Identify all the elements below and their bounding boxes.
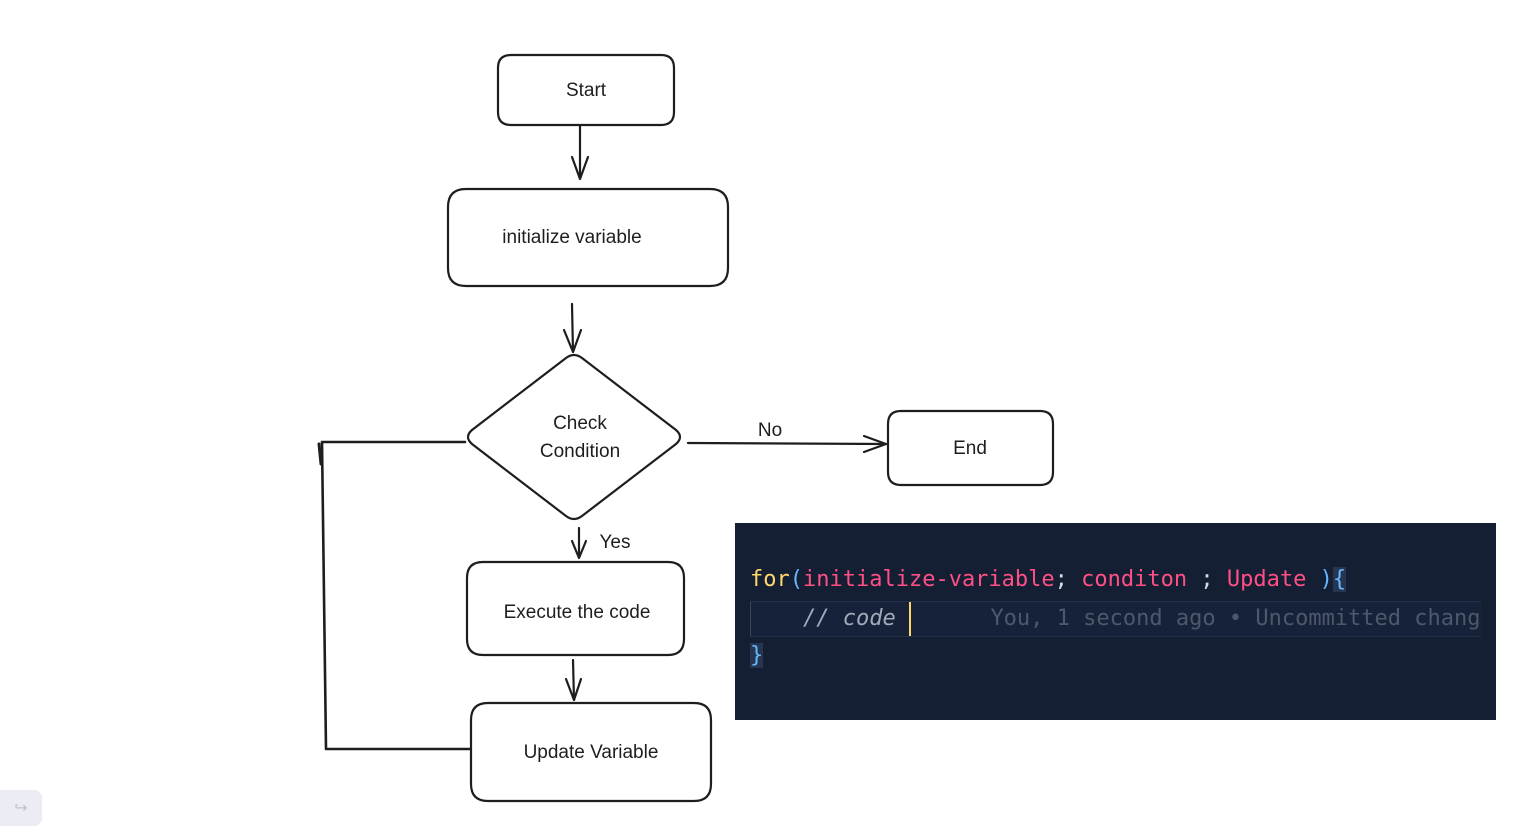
check-condition-node[interactable]: Check Condition	[466, 353, 682, 521]
text-cursor	[908, 602, 911, 636]
check-node-label-line2: Condition	[540, 441, 620, 462]
update-node[interactable]: Update Variable	[469, 701, 713, 803]
update-node-label: Update Variable	[524, 742, 659, 763]
code-close-paren: )	[1319, 567, 1333, 592]
arrow-execute-to-update	[564, 658, 583, 702]
code-semicolon-1: ;	[1054, 567, 1068, 592]
arrow-start-to-init	[570, 124, 590, 181]
start-node[interactable]: Start	[496, 53, 676, 127]
code-keyword-for: for	[750, 567, 790, 592]
redo-icon: ↪	[14, 798, 28, 817]
execute-node-label: Execute the code	[504, 602, 651, 623]
yes-edge-label: Yes	[600, 532, 631, 553]
code-line-3[interactable]: }	[750, 639, 764, 673]
code-comment: // code	[802, 606, 896, 631]
code-open-brace: {	[1332, 567, 1347, 592]
no-edge-label: No	[758, 420, 782, 441]
code-init-expression: initialize-variable	[803, 567, 1055, 592]
arrow-check-to-end: No	[686, 420, 888, 454]
code-open-paren: (	[789, 567, 803, 592]
code-close-brace: }	[750, 643, 764, 668]
initialize-node-label: initialize variable	[502, 227, 641, 248]
arrow-init-to-check	[562, 302, 583, 354]
code-editor-panel[interactable]: for(initialize-variable; conditon ; Upda…	[735, 523, 1496, 720]
end-node-label: End	[953, 438, 987, 459]
code-update-expression: Update	[1226, 567, 1307, 592]
loop-back-connector	[317, 440, 472, 751]
code-condition-expression: conditon	[1081, 567, 1188, 592]
git-blame-annotation: You, 1 second ago • Uncommitted chang	[990, 606, 1481, 631]
indent-guide	[750, 602, 751, 636]
code-line-2-current[interactable]: // code You, 1 second ago • Uncommitted …	[750, 601, 1481, 637]
initialize-node[interactable]: initialize variable	[446, 187, 730, 288]
check-node-label-line1: Check	[553, 413, 607, 434]
code-semicolon-2: ;	[1200, 567, 1214, 592]
execute-node[interactable]: Execute the code	[465, 560, 686, 657]
start-node-label: Start	[566, 80, 607, 101]
code-line-1[interactable]: for(initialize-variable; conditon ; Upda…	[750, 563, 1347, 597]
end-node[interactable]: End	[886, 409, 1055, 487]
redo-button[interactable]: ↪	[0, 790, 42, 826]
arrow-check-to-execute: Yes	[570, 526, 631, 560]
